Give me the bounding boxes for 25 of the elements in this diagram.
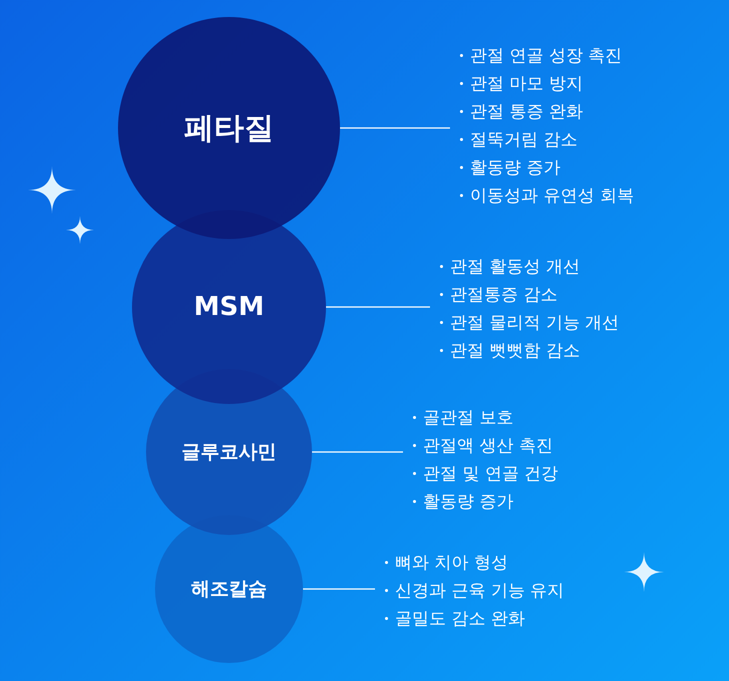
leader-line (326, 306, 430, 308)
benefit-text: 관절 뻣뻣함 감소 (450, 340, 580, 362)
leader-line (340, 127, 450, 129)
benefit-text: 관절액 생산 촉진 (423, 434, 553, 456)
benefit-text: 활동량 증가 (423, 490, 514, 512)
ingredient-name: MSM (194, 292, 264, 322)
benefit-text: 절뚝거림 감소 (470, 128, 578, 150)
benefit-text: 활동량 증가 (470, 156, 560, 178)
benefit-text: 관절 연골 성장 촉진 (470, 44, 622, 66)
benefit-text: 신경과 근육 기능 유지 (395, 580, 564, 602)
benefit-text: 골관절 보호 (423, 406, 514, 428)
benefit-text: 관절 활동성 개선 (450, 256, 580, 278)
benefit-text: 골밀도 감소 완화 (395, 608, 525, 630)
benefit-text: 관절 통증 완화 (470, 100, 583, 122)
ingredient-name: 해조칼슘 (191, 577, 267, 602)
benefit-text: 관절 물리적 기능 개선 (450, 312, 620, 334)
ingredient-name: 글루코사민 (182, 440, 276, 465)
leader-line (303, 588, 375, 590)
benefit-text: 뼈와 치아 형성 (395, 552, 508, 574)
benefit-text: 관절 마모 방지 (470, 72, 583, 94)
leader-line (312, 451, 403, 453)
benefit-text: 이동성과 유연성 회복 (470, 184, 634, 206)
ingredient-name: 페타질 (184, 110, 274, 148)
benefit-text: 관절 및 연골 건강 (423, 462, 558, 484)
benefit-text: 관절통증 감소 (450, 284, 558, 306)
